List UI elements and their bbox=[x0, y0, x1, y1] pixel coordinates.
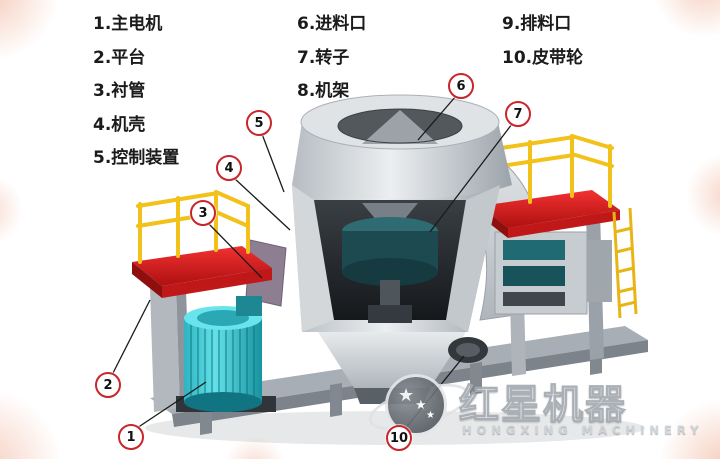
callout-7: 7 bbox=[505, 101, 531, 127]
legend-item-1: 1.主电机 bbox=[93, 14, 163, 34]
callout-2-number: 2 bbox=[103, 377, 113, 393]
main-motor bbox=[176, 296, 276, 412]
callout-7-number: 7 bbox=[513, 106, 523, 122]
star-icon: ★ bbox=[426, 410, 435, 421]
legend-item-2: 2.平台 bbox=[93, 47, 146, 68]
legend-item-7: 7.转子 bbox=[297, 47, 350, 68]
legend-column-1: 1.主电机 2.平台 3.衬管 4.机壳 5.控制装置 bbox=[93, 8, 179, 176]
callout-1-number: 1 bbox=[126, 429, 136, 445]
rotor bbox=[342, 217, 438, 286]
left-railing bbox=[136, 190, 250, 264]
callout-5: 5 bbox=[246, 110, 272, 136]
brand-watermark: ★ ★ ★ 红星机器 HONGXING MACHINERY bbox=[363, 370, 715, 452]
callout-4-number: 4 bbox=[224, 160, 234, 176]
callout-6-number: 6 bbox=[456, 78, 466, 94]
callout-3: 3 bbox=[190, 200, 216, 226]
callout-4: 4 bbox=[216, 155, 242, 181]
legend-item-5: 5.控制装置 bbox=[93, 148, 180, 168]
legend-item-6: 6.进料口 bbox=[297, 14, 367, 34]
belt-pulley bbox=[448, 337, 488, 363]
star-icon: ★ bbox=[398, 385, 415, 406]
legend-column-2: 6.进料口 7.转子 8.机架 bbox=[297, 8, 366, 109]
callout-3-number: 3 bbox=[198, 205, 208, 221]
star-icon: ★ bbox=[415, 398, 427, 413]
callout-6: 6 bbox=[448, 73, 474, 99]
legend-item-10: 10.皮带轮 bbox=[502, 47, 584, 68]
cutaway-interior bbox=[314, 200, 466, 323]
control-cabinets bbox=[494, 210, 612, 376]
legend-item-9: 9.排料口 bbox=[502, 14, 572, 34]
watermark-subtitle-text: HONGXING MACHINERY bbox=[462, 423, 704, 437]
legend-item-8: 8.机架 bbox=[297, 81, 350, 101]
legend-column-3: 9.排料口 10.皮带轮 bbox=[502, 8, 583, 75]
callout-1: 1 bbox=[118, 424, 144, 450]
callout-5-number: 5 bbox=[254, 115, 264, 131]
access-ladder bbox=[612, 207, 638, 319]
callout-10: 10 bbox=[386, 425, 412, 451]
callout-2: 2 bbox=[95, 372, 121, 398]
legend-item-3: 3.衬管 bbox=[93, 81, 146, 101]
legend-item-4: 4.机壳 bbox=[93, 114, 146, 135]
callout-10-number: 10 bbox=[389, 430, 409, 446]
left-platform bbox=[132, 246, 272, 412]
watermark-brand-text: 红星机器 bbox=[458, 381, 627, 428]
